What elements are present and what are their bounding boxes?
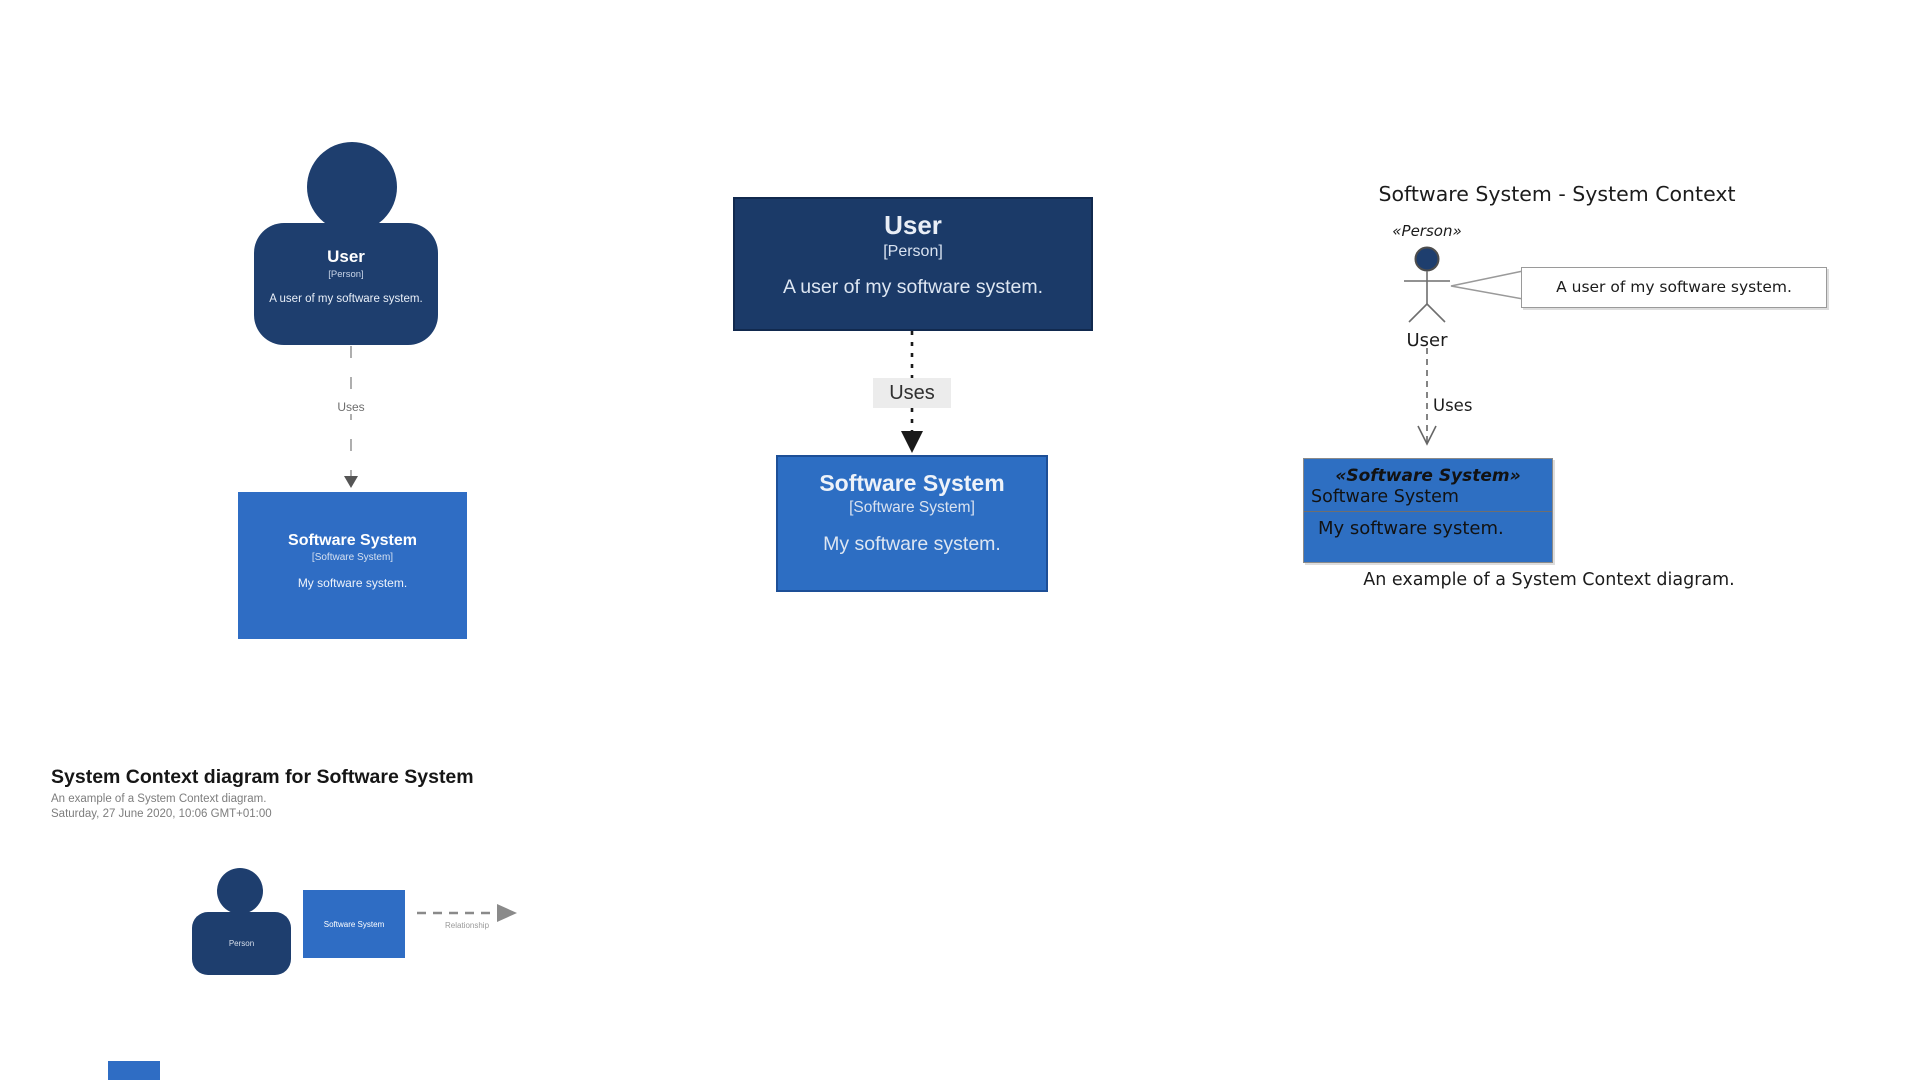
note-pointer [1450,270,1524,300]
person-description: A user of my software system. [782,276,1044,298]
key-system-shape: Software System [303,890,405,958]
person-name: User [1406,330,1448,351]
system-stereotype: «Software System» [1335,466,1521,486]
diagram-title: Software System - System Context [1378,182,1736,206]
key-system-label: Software System [323,919,385,929]
page-timestamp: Saturday, 27 June 2020, 10:06 GMT+01:00 [51,808,272,820]
software-system-box: Software System [Software System] My sof… [776,455,1048,592]
partially-visible-element [108,1061,160,1080]
person-name: User [327,247,365,266]
key-person-label: Person [228,939,255,948]
system-name: Software System [819,470,1005,496]
key-relationship-arrow [417,904,517,922]
person-box: User [Person] A user of my software syst… [733,197,1093,331]
software-system-box: Software System [Software System] My sof… [238,492,467,639]
uses-arrow [901,331,923,453]
person-shape: User [Person] A user of my software syst… [254,223,438,345]
system-description: My software system. [823,533,1001,555]
system-meta: [Software System] [311,552,394,563]
person-head-shape [307,142,397,232]
key-person-head-shape [217,868,263,914]
software-system-box: «Software System» Software System My sof… [1303,458,1553,563]
actor-icon [1404,246,1450,323]
page-description: An example of a System Context diagram. [51,793,267,805]
person-stereotype: «Person» [1392,222,1462,240]
system-description: My software system. [1318,518,1504,539]
person-meta: [Person] [883,243,943,260]
uses-arrow [1417,348,1437,446]
person-meta: [Person] [328,269,364,280]
uses-label: Uses [323,400,379,414]
system-description: My software system. [297,576,408,590]
note: A user of my software system. [1521,267,1827,308]
key-person-shape: Person [192,912,291,975]
person-name: User [884,210,942,240]
key-relationship-label: Relationship [444,921,490,930]
compartment-divider [1304,511,1552,512]
person-description: A user of my software system. [269,293,423,305]
diagram-caption: An example of a System Context diagram. [1363,570,1735,590]
uses-label: Uses [873,378,951,408]
uses-arrow [344,346,358,488]
system-meta: [Software System] [849,499,975,516]
system-name: Software System [288,532,417,549]
system-name: Software System [1311,487,1459,507]
uses-label: Uses [1433,396,1473,415]
page-title: System Context diagram for Software Syst… [51,766,474,788]
